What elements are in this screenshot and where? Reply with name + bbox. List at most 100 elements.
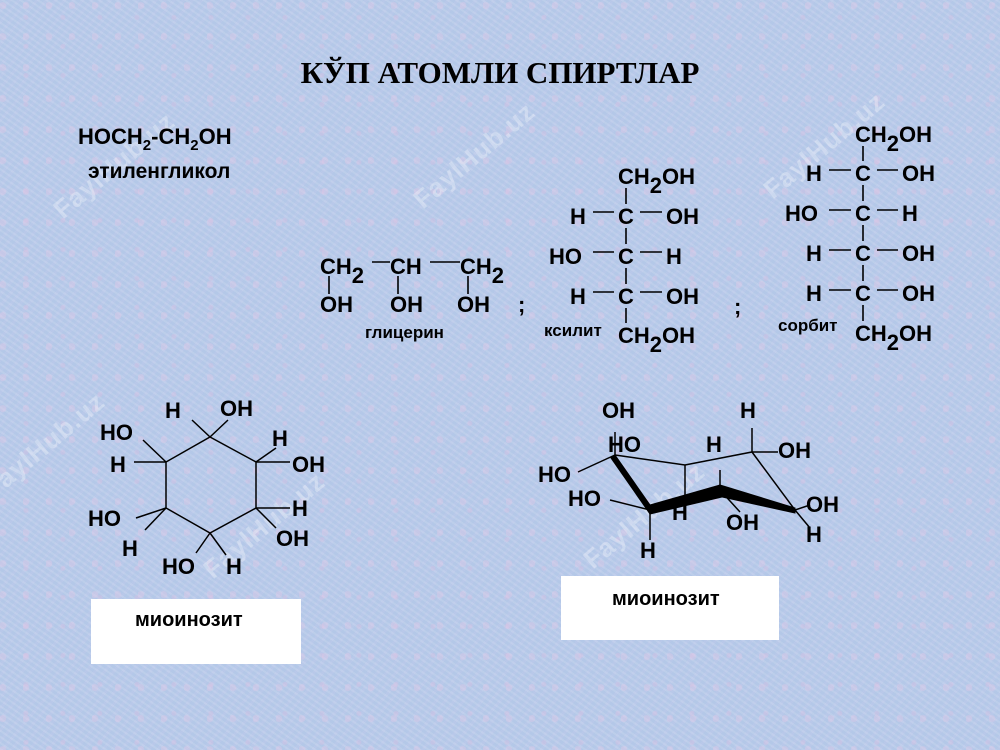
formula-subscript: 2 — [190, 137, 199, 154]
formula-part: OH — [662, 323, 696, 348]
sorbitol-row-left: HO — [785, 201, 818, 226]
atom-label: H — [740, 398, 756, 423]
formula-part: OH — [662, 164, 696, 189]
glycerin-ch: CH — [320, 254, 352, 279]
bond — [255, 507, 277, 529]
formula-part: CH — [618, 164, 650, 189]
hexagon — [165, 436, 257, 534]
atom-label: H — [165, 398, 181, 423]
bond — [191, 419, 211, 438]
sorbitol-row-right: OH — [902, 241, 935, 266]
atom-label: HO — [100, 420, 133, 445]
bond — [142, 439, 167, 463]
atom-label: OH — [806, 492, 839, 517]
xylitol-row-left: H — [570, 284, 586, 309]
xylitol-name: ксилит — [544, 321, 602, 340]
atom-label: HO — [88, 506, 121, 531]
formula-part: CH — [855, 122, 887, 147]
myoinositol-flat-ring — [134, 419, 290, 556]
glycerin-top: CH2 — [460, 254, 504, 288]
ethylene-glycol-formula: HOCH2-CH2OH — [78, 124, 232, 154]
atom-label: H — [226, 554, 242, 579]
myoinositol-flat-label-box: миоинозит — [91, 599, 301, 664]
atom-label: H — [806, 522, 822, 547]
sorbitol-row-right: OH — [902, 161, 935, 186]
myoinositol-flat-labels: H OH HO H H OH H HO H OH HO H — [88, 396, 325, 579]
sorbitol-row-left: H — [806, 161, 822, 186]
xylitol-row-left: H — [570, 204, 586, 229]
glycerin-top: CH — [390, 254, 422, 279]
atom-label: HO — [608, 432, 641, 457]
formula-part: OH — [198, 124, 232, 149]
formula-part: HOCH — [78, 124, 143, 149]
bond — [794, 504, 811, 511]
formula-part: -CH — [151, 124, 191, 149]
atom-label: H — [272, 426, 288, 451]
xylitol-carbon: C — [618, 204, 634, 229]
ring-back — [614, 451, 796, 511]
formula-subscript: 2 — [886, 131, 900, 156]
sorbitol-carbon: C — [855, 281, 871, 306]
bond-lines — [328, 146, 898, 323]
xylitol-row-right: OH — [666, 204, 699, 229]
bond — [195, 532, 211, 554]
atom-label: OH — [602, 398, 635, 423]
page-title: КЎП АТОМЛИ СПИРТЛАР — [300, 55, 700, 90]
xylitol-row-left: HO — [549, 244, 582, 269]
atom-label: OH — [726, 510, 759, 535]
myoinositol-chair-name: миоинозит — [612, 588, 720, 610]
atom-label: HO — [162, 554, 195, 579]
sorbitol-bottom: CH2OH — [855, 321, 933, 355]
formula-subscript: 2 — [649, 332, 663, 357]
formula-part: CH — [618, 323, 650, 348]
formula-subscript: 2 — [142, 137, 152, 154]
formula-subscript: 2 — [491, 263, 505, 288]
myoinositol-flat-name: миоинозит — [135, 609, 243, 631]
sorbitol-row-left: H — [806, 281, 822, 306]
xylitol-row-right: OH — [666, 284, 699, 309]
atom-label: H — [110, 452, 126, 477]
sorbitol-name: сорбит — [778, 316, 838, 335]
xylitol-carbon: C — [618, 244, 634, 269]
sorbitol-row-left: H — [806, 241, 822, 266]
bond — [609, 499, 651, 511]
separator: ; — [518, 292, 526, 317]
xylitol-carbon: C — [618, 284, 634, 309]
atom-label: H — [122, 536, 138, 561]
glycerin-top: CH2 — [320, 254, 364, 288]
bond — [255, 447, 277, 463]
glycerin-ch: CH — [460, 254, 492, 279]
myoinositol-chair-label-box: миоинозит — [561, 576, 779, 640]
bond — [794, 509, 811, 529]
glycerin-name: глицерин — [365, 323, 444, 342]
myoinositol-chair-wedges — [610, 454, 796, 516]
formula-subscript: 2 — [351, 263, 365, 288]
bond — [577, 454, 616, 473]
bond — [144, 507, 167, 531]
glycerin-oh: OH — [390, 292, 423, 317]
atom-label: OH — [220, 396, 253, 421]
atom-label: H — [640, 538, 656, 563]
myoinositol-chair-labels: OH H HO H OH HO HO H OH OH H H — [538, 398, 839, 563]
separator: ; — [734, 294, 742, 319]
glycerin-oh: OH — [320, 292, 353, 317]
atom-label: OH — [276, 526, 309, 551]
atom-label: HO — [568, 486, 601, 511]
sorbitol-carbon: C — [855, 241, 871, 266]
bond — [135, 507, 167, 519]
bond — [209, 532, 227, 556]
ethylene-glycol-name: этиленгликол — [88, 160, 231, 183]
sorbitol-row-right: H — [902, 201, 918, 226]
formula-part: OH — [899, 321, 933, 346]
xylitol-top: CH2OH — [618, 164, 696, 198]
atom-label: H — [672, 500, 688, 525]
formula-subscript: 2 — [886, 330, 900, 355]
sorbitol-carbon: C — [855, 161, 871, 186]
bond — [209, 419, 229, 438]
formula-part: CH — [855, 321, 887, 346]
atom-label: H — [706, 432, 722, 457]
atom-label: HO — [538, 462, 571, 487]
glycerin-oh: OH — [457, 292, 490, 317]
sorbitol-row-right: OH — [902, 281, 935, 306]
